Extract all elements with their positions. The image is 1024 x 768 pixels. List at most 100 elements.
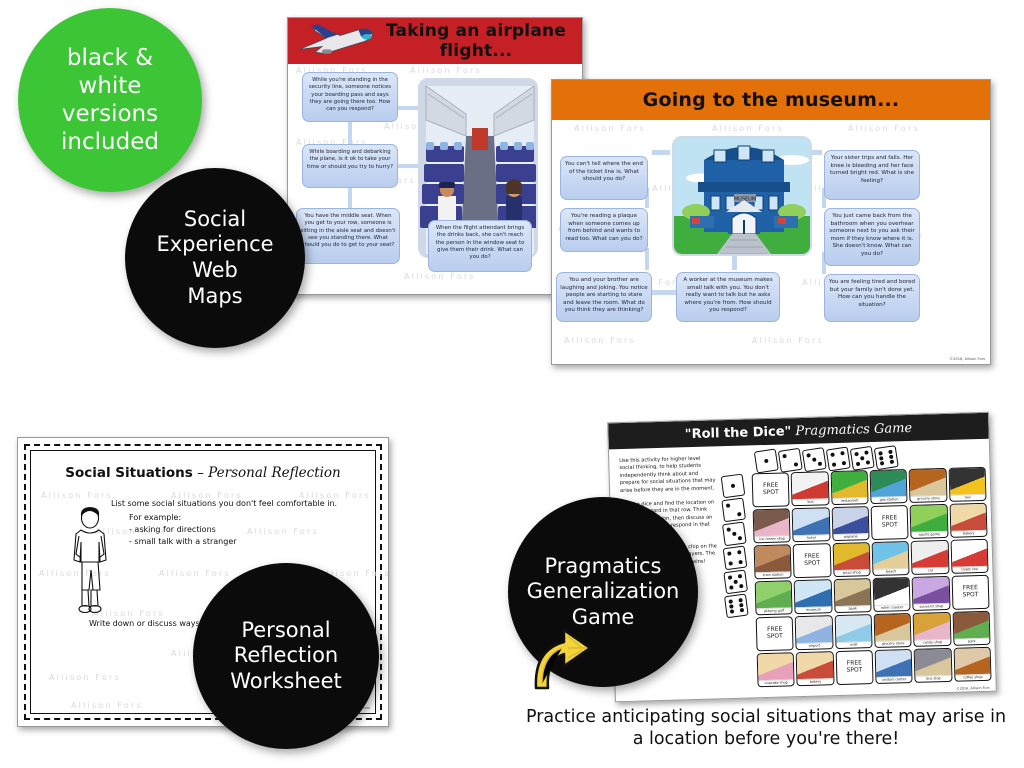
board-cell[interactable]: hotel	[791, 507, 831, 543]
board-cell[interactable]: museum	[793, 579, 833, 615]
board-cell-free-spot[interactable]: FREE SPOT	[751, 472, 790, 508]
die-2	[777, 447, 803, 473]
game-title: "Roll the Dice" Pragmatics Game	[685, 420, 913, 441]
watermark: Allison Fors	[752, 336, 824, 345]
curved-arrow-icon	[534, 628, 592, 690]
board-cell-label: bakery	[809, 679, 822, 684]
board-cell[interactable]: car	[910, 539, 950, 575]
scenario-bubble[interactable]: Your sister trips and falls. Her knee is…	[824, 150, 920, 200]
scenario-bubble[interactable]: While you're standing in the security li…	[302, 72, 398, 122]
board-cell[interactable]: taxi	[948, 466, 987, 502]
board-cell-label: bank	[848, 606, 857, 611]
badge-label: black & white versions included	[61, 44, 159, 156]
board-cell-label: grocery store	[917, 496, 940, 501]
connector	[822, 188, 826, 208]
board-cell[interactable]: ice cream shop	[752, 508, 791, 544]
bus-icon	[791, 472, 829, 501]
scenario-bubble[interactable]: A worker at the museum makes small talk …	[676, 272, 780, 322]
board-cell-label: bakery	[962, 531, 975, 536]
train-station-icon	[754, 545, 791, 574]
board-cell[interactable]: park	[952, 610, 991, 646]
free-spot-label: FREE SPOT	[846, 659, 863, 674]
scenario-bubble[interactable]: When the flight attendant brings the dri…	[428, 220, 532, 272]
board-cell-label: mall	[850, 642, 858, 647]
board-cell[interactable]: visitors center	[874, 648, 913, 684]
board-cell-label: bus stop	[926, 676, 941, 681]
board-cell[interactable]: souvenir shop	[911, 575, 951, 611]
scenario-bubble[interactable]: You have the middle seat. When you get t…	[296, 208, 400, 264]
document-airplane-web-map[interactable]: Taking an airplane flight... Allison For…	[287, 17, 583, 295]
document-museum-web-map[interactable]: Going to the museum... Allison Fors Alli…	[551, 79, 991, 365]
board-cell[interactable]: pizza shop	[832, 542, 871, 578]
poster-caption: Practice anticipating social situations …	[525, 707, 1007, 750]
badge-social-experience-web-maps: Social Experience Web Maps	[125, 168, 305, 348]
watermark: Allison Fors	[41, 491, 113, 500]
board-cell-label: museum	[806, 607, 821, 612]
board-cell[interactable]: bakery	[949, 502, 988, 538]
board-cell[interactable]: coffee shop	[953, 646, 992, 682]
pizza-shop-icon	[833, 543, 870, 572]
board-cell-free-spot[interactable]: FREE SPOT	[755, 616, 794, 652]
scenario-bubble[interactable]: You and your brother are laughing and jo…	[556, 272, 652, 322]
board-cell-free-spot[interactable]: FREE SPOT	[835, 650, 874, 686]
board-cell-free-spot[interactable]: FREE SPOT	[870, 505, 909, 541]
board-cell[interactable]: sports game	[909, 503, 949, 539]
watermark: Allison Fors	[848, 124, 920, 133]
scenario-bubble[interactable]: You are feeling tired and bored but your…	[824, 274, 920, 322]
die-5	[849, 445, 875, 471]
scenario-bubble[interactable]: You can't tell where the end of the tick…	[560, 156, 648, 200]
connector	[732, 248, 737, 270]
board-cell[interactable]: cupcake shop	[756, 652, 795, 688]
connector	[645, 188, 649, 208]
board-cell-free-spot[interactable]: FREE SPOT	[951, 574, 990, 610]
board-cell[interactable]: train station	[753, 544, 792, 580]
visitors-center-icon	[875, 649, 912, 678]
die-2	[721, 497, 747, 523]
mall-icon	[835, 615, 872, 644]
board-cell[interactable]: beach	[871, 541, 910, 577]
board-cell[interactable]: bus stop	[913, 647, 953, 683]
die-6	[873, 445, 899, 471]
gas-station-icon	[870, 470, 907, 499]
worksheet-prompt: List some social situations you don't fe…	[111, 499, 338, 508]
board-cell[interactable]: ticket line	[950, 538, 989, 574]
board-cell[interactable]: candy shop	[912, 611, 952, 647]
connector	[804, 150, 822, 155]
board-cell-label: car	[927, 568, 934, 573]
board-cell-label: airplane	[843, 534, 858, 539]
board-cell[interactable]: bus	[790, 471, 830, 507]
board-cell[interactable]: restaurant	[830, 470, 869, 506]
grocery-store-icon	[874, 614, 911, 642]
connector	[398, 164, 424, 168]
museum-icon	[795, 580, 832, 609]
airplane-doc-body: Allison Fors Allison Fors Allison Fors A…	[288, 64, 582, 294]
bus-stop-icon	[914, 648, 952, 677]
badge-personal-reflection-worksheet: Personal Reflection Worksheet	[193, 563, 379, 749]
worksheet-bottom-prompt: Write down or discuss ways to i	[89, 619, 216, 628]
board-cell[interactable]: grocery store	[908, 467, 948, 503]
scenario-bubble[interactable]: While boarding and debarking the plane, …	[302, 144, 398, 188]
airplane-icon	[832, 507, 869, 536]
board-cell-label: cupcake shop	[764, 680, 788, 686]
row-dice-column	[720, 450, 754, 693]
die-3	[801, 447, 827, 473]
worksheet-title-script: Personal Reflection	[208, 465, 341, 481]
board-cell[interactable]: playing golf	[754, 580, 793, 616]
board-cell[interactable]: airport	[794, 615, 834, 651]
badge-label: Pragmatics Generalization Game	[526, 553, 680, 629]
watermark: Allison Fors	[404, 272, 476, 281]
board-cell[interactable]: airplane	[831, 506, 870, 542]
board-cell[interactable]: gas station	[869, 469, 908, 505]
board-cell[interactable]: mall	[834, 614, 873, 650]
board-cell[interactable]: bank	[833, 578, 872, 614]
board-cell-free-spot[interactable]: FREE SPOT	[792, 543, 832, 579]
worksheet-example-label: For example:	[129, 513, 182, 522]
copyright-notice: ©2016, Allison Fors	[949, 357, 985, 361]
board-cell[interactable]: bakery	[795, 651, 835, 687]
board-cell[interactable]: roller coaster	[872, 576, 911, 613]
board-cell[interactable]: grocery store	[873, 612, 912, 649]
scenario-bubble[interactable]: You just came back from the bathroom whe…	[824, 208, 920, 266]
die-4	[825, 446, 851, 472]
scenario-bubble[interactable]: You're reading a plaque when someone com…	[560, 208, 648, 252]
